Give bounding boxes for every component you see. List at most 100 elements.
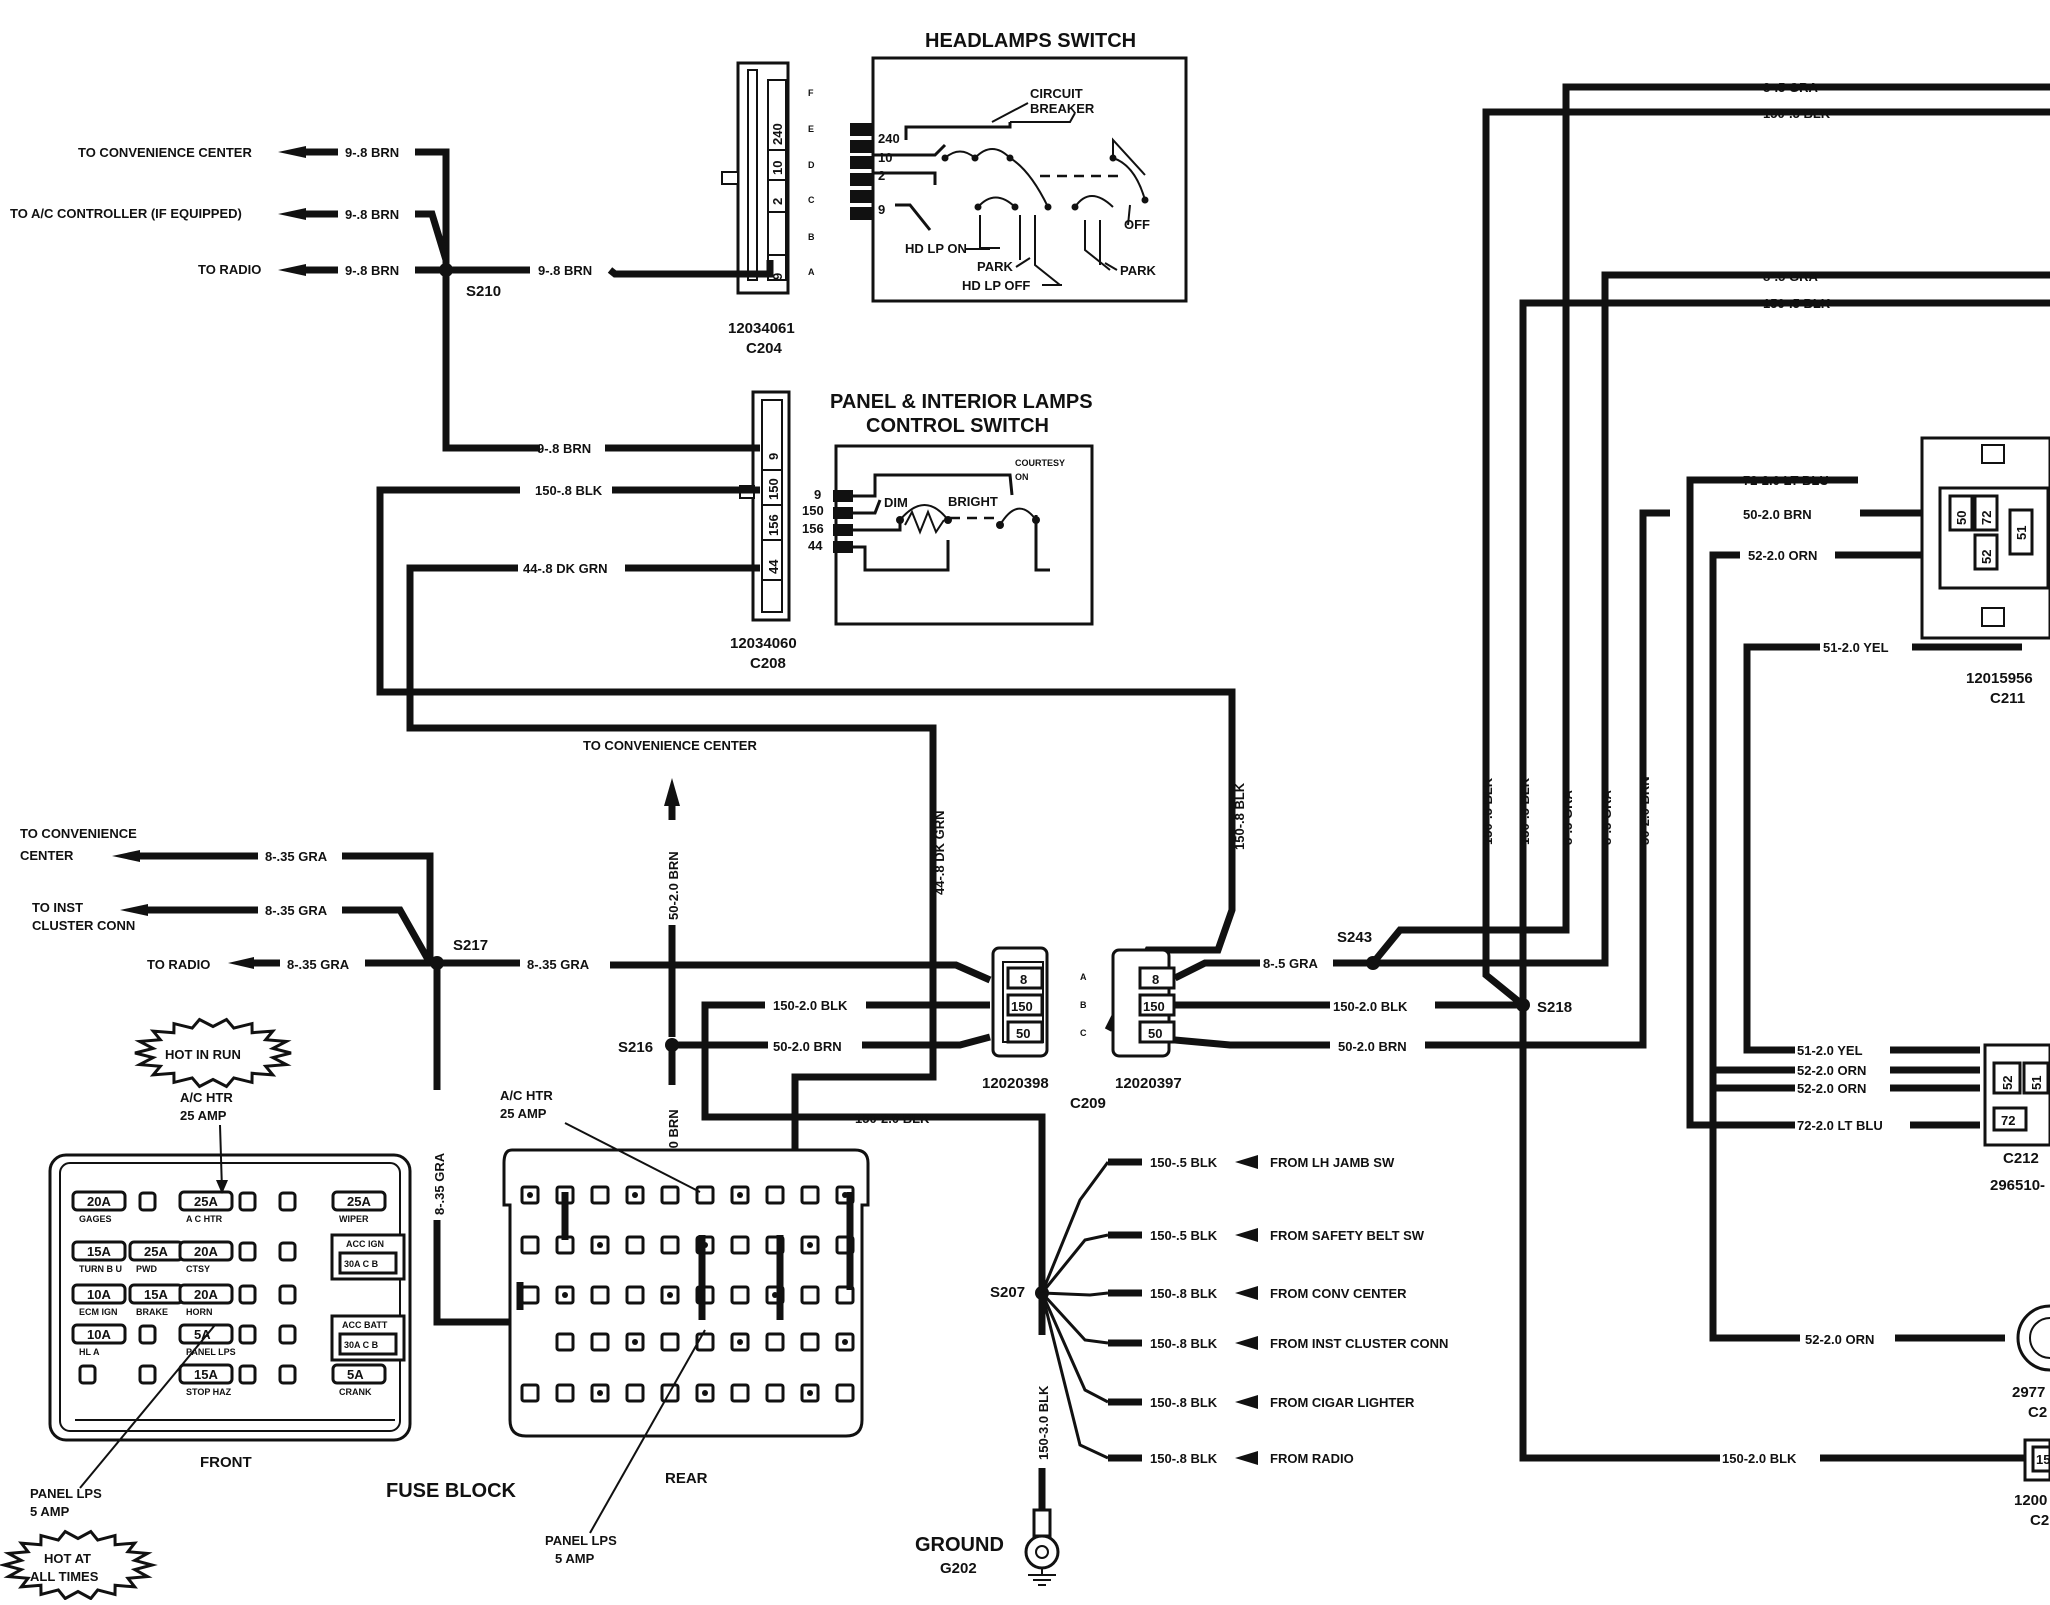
hot-at-all-times-l2: ALL TIMES [30, 1569, 99, 1584]
rear-pin-dot [527, 1192, 533, 1198]
panel-switch-title-1: PANEL & INTERIOR LAMPS [830, 391, 1093, 413]
fuse-circuit-label: HL A [79, 1347, 100, 1357]
wire-44-dkgrn [406, 564, 937, 1198]
to-convenience-center-2-l2: CENTER [20, 848, 74, 863]
ground-feed-wire: 150-.8 BLK [1150, 1286, 1218, 1301]
c204-id: C204 [746, 340, 783, 357]
ground-feed-from: FROM INST CLUSTER CONN [1270, 1336, 1448, 1351]
wire-8-gra-up-1 [1370, 83, 2050, 966]
rear-pin [520, 1285, 540, 1305]
c211-pin-51: 51 [2014, 526, 2029, 540]
fuse [71, 1240, 127, 1262]
rear-pin [800, 1332, 820, 1352]
arrow-left-icon [228, 957, 254, 969]
rt-v-label-2: 8-.5 GRA [1560, 789, 1575, 845]
rear-pin [800, 1285, 820, 1305]
circuit-breaker-label-2: BREAKER [1030, 101, 1095, 116]
fuse-circuit-label: PANEL LPS [186, 1347, 236, 1357]
ground-feed-from: FROM CIGAR LIGHTER [1270, 1395, 1415, 1410]
connector-c212: 51-2.0 YEL 52-2.0 ORN 52-2.0 ORN 72-2.0 … [1713, 1043, 2050, 1194]
c204-letter-c: C [808, 195, 815, 205]
panel-contact-arc [999, 507, 1037, 526]
wire-8-5-gra-label: 8-.5 GRA [1263, 956, 1319, 971]
wire-150-blk-up-1 [1482, 108, 2050, 1008]
wire-50-brn-right [1174, 1036, 1330, 1049]
rb-part-b-id: C2 [2030, 1512, 2049, 1529]
hd-lp-on-label: HD LP ON [905, 241, 967, 256]
empty-fuse-slot [278, 1364, 297, 1385]
arrow-left-icon [1235, 1451, 1258, 1465]
empty-fuse-slot [278, 1324, 297, 1345]
breaker-acc-batt-body [338, 1332, 398, 1356]
rb-round-connector-inner [2029, 1317, 2050, 1359]
c204-part-no: 12034061 [728, 320, 795, 337]
panel-pin-44: 44 [808, 538, 823, 553]
headlamps-lead [1127, 204, 1131, 226]
empty-fuse-slot [138, 1324, 157, 1345]
rear-label: REAR [665, 1470, 708, 1487]
rear-pin [625, 1235, 645, 1255]
panel-internal-wire [853, 499, 882, 515]
to-ac-controller-label: TO A/C CONTROLLER (IF EQUIPPED) [10, 206, 242, 221]
s207-label: S207 [990, 1284, 1025, 1301]
empty-fuse-slot [238, 1324, 257, 1345]
c211-cavity [1973, 494, 1999, 532]
headlamps-internal-wire [904, 122, 1012, 140]
fuse-rating: 15A [144, 1287, 168, 1302]
rt-8-gra-1: 8-.5 GRA [1763, 80, 1819, 95]
to-radio-label-top: TO RADIO [198, 262, 261, 277]
fuse [178, 1323, 234, 1345]
c212-cavity [1992, 1061, 2022, 1095]
s217-branch: TO CONVENIENCE CENTER 8-.35 GRA TO INST … [20, 826, 992, 1345]
courtesy-label: COURTESY [1015, 458, 1065, 468]
panel-rheostat [904, 509, 945, 535]
wire-150-blk-lower [672, 1041, 953, 1121]
c211-cavity [1973, 533, 1999, 571]
headlamps-pin-2: 2 [878, 168, 885, 183]
c204-body [736, 61, 790, 295]
empty-fuse-slot [138, 1191, 157, 1212]
fuse-rear-body [502, 1148, 870, 1438]
rear-pin [695, 1332, 715, 1352]
fuse-rating: 25A [144, 1244, 168, 1259]
rear-pin [695, 1185, 715, 1205]
rt-150-blk-1: 150-.5 BLK [1763, 106, 1831, 121]
wire-150-blk-down [1519, 1005, 1720, 1462]
panel-pin-stub [833, 541, 853, 553]
rb-w52-label: 52-2.0 ORN [1805, 1332, 1874, 1347]
rt-v-label-1: 150-.5 BLK [1517, 777, 1532, 845]
wire-50-brn-to-c209 [862, 1033, 991, 1049]
c211-latch [1981, 444, 2005, 464]
fuse-circuit-label: STOP HAZ [186, 1387, 232, 1397]
fuse-rating: 20A [194, 1287, 218, 1302]
headlamps-switch-title: HEADLAMPS SWITCH [925, 30, 1136, 52]
to-convenience-center-mid: TO CONVENIENCE CENTER [583, 738, 757, 753]
s243-label: S243 [1337, 929, 1372, 946]
ground-feed-4: 150-.8 BLK FROM CIGAR LIGHTER [1150, 1395, 1415, 1410]
arrow-left-icon [278, 264, 306, 276]
c204-cavity-10: 10 [770, 161, 785, 175]
c209-right-part: 12020397 [1115, 1075, 1182, 1092]
headlamps-contact-arc [1074, 195, 1114, 208]
c204-letter-a: A [808, 267, 815, 277]
empty-fuse-slot [278, 1241, 297, 1262]
rb-connector-b-cavity [2031, 1445, 2050, 1473]
c212-cavity [2022, 1061, 2050, 1095]
rear-pin [765, 1383, 785, 1403]
breaker-acc-ign-body [338, 1251, 398, 1275]
rear-pin [625, 1383, 645, 1403]
wire-150-2-blk-label: 150-2.0 BLK [1333, 999, 1408, 1014]
ground-label: GROUND [915, 1534, 1004, 1556]
hot-at-all-times-l1: HOT AT [44, 1551, 91, 1566]
fuse-circuit-label: CTSY [186, 1264, 210, 1274]
fuse-rating: 15A [87, 1244, 111, 1259]
fuse [178, 1363, 234, 1385]
wire-50-2-brn-label: 50-2.0 BRN [1338, 1039, 1407, 1054]
rear-pin [765, 1332, 785, 1352]
fuse-circuit-label: HORN [186, 1307, 213, 1317]
c212-w52b: 52-2.0 ORN [1797, 1081, 1866, 1096]
fuse [178, 1283, 234, 1305]
s210-branch: TO CONVENIENCE CENTER TO A/C CONTROLLER … [10, 145, 774, 452]
